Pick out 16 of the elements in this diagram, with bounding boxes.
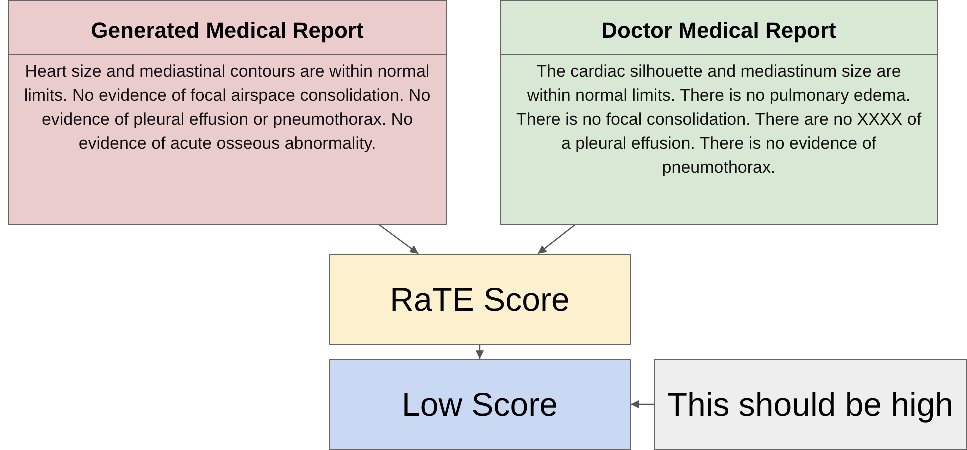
- score-box: [654, 359, 967, 450]
- report-box: [500, 0, 938, 225]
- report-box: [8, 0, 447, 225]
- box-label: This should be high: [666, 386, 955, 424]
- report-text: Heart size and mediastinal contours are within normal limits. No evidence of focal airspace consolidation. No evidence of pleural effusion or pneumothorax. No evidence of acute osseous abnormality.: [23, 61, 432, 155]
- arrow: [379, 224, 419, 254]
- arrow: [538, 224, 576, 254]
- report-heading: Generated Medical Report: [9, 1, 446, 55]
- arrow: [631, 400, 654, 409]
- report-heading: Doctor Medical Report: [501, 1, 937, 55]
- arrow: [476, 345, 484, 359]
- box-label: RaTE Score: [389, 280, 571, 318]
- score-box: [329, 359, 631, 450]
- report-text: The cardiac silhouette and mediastinum size are within normal limits. There is no pulmonary edema. There is no focal consolidation. There are no XXXX of a pleural effusion. There is no evidence of pneumothorax.: [515, 61, 923, 179]
- score-box: [329, 254, 631, 345]
- box-label: Low Score: [401, 386, 559, 424]
